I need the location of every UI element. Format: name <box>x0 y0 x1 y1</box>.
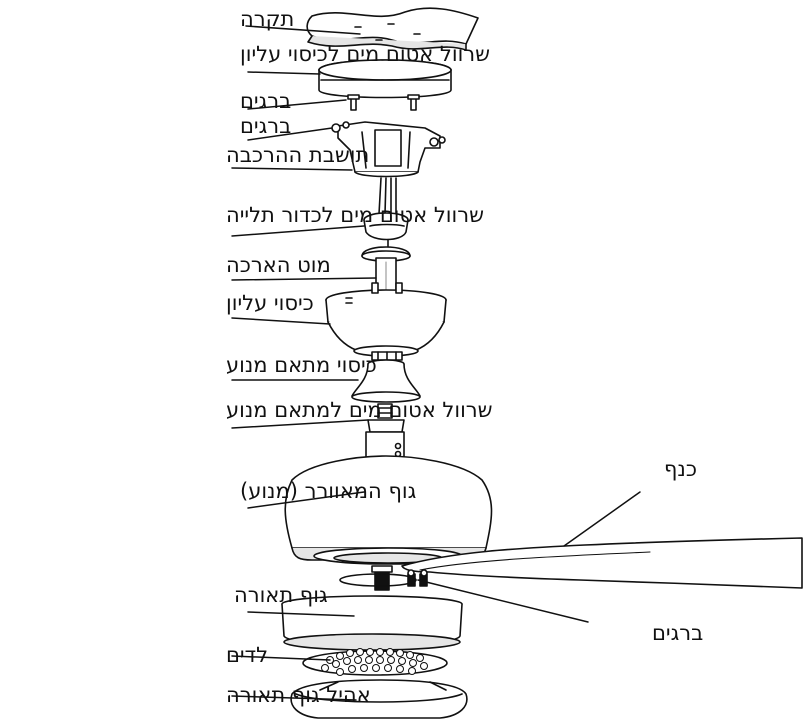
label-motor-coupling-cover: כיסוי מתאם מנוע <box>226 353 377 377</box>
label-hanger-ball-sleeve: שרוול אטום מים לכדור תלייה <box>226 203 484 227</box>
label-ceiling: תקרה <box>240 7 294 31</box>
label-canopy-sleeve: שרוול אטום מים לכיסוי עליון <box>240 42 490 66</box>
canopy-sleeve-part <box>318 59 452 99</box>
label-fan-body: גוף המאוורר (מנוע) <box>240 479 417 503</box>
label-upper-canopy: כיסוי עליון <box>226 291 314 315</box>
upper-canopy-part <box>325 282 447 357</box>
label-light-body: גוף תאורה <box>234 583 328 607</box>
light-shade-part <box>290 679 468 719</box>
mounting-bracket-part <box>331 121 446 178</box>
label-motor-coupling-sleeve: שרוול אטום מים למתאם מנוע <box>226 398 493 422</box>
shaft-screws-part <box>339 565 428 591</box>
wires <box>378 177 397 251</box>
leader-lines <box>231 25 641 701</box>
led-board-part <box>302 648 448 676</box>
label-downrod: מוט הארכה <box>226 253 331 277</box>
label-blade: כנף <box>664 457 697 481</box>
label-screws-1: ברגים <box>240 89 291 113</box>
label-blade-screws: ברגים <box>652 621 703 645</box>
downrod-part <box>361 246 411 297</box>
screws-part-1 <box>347 94 420 111</box>
label-mounting-bracket: תושבת ההרכבה <box>226 143 369 167</box>
motor-coupling-cover-part <box>351 359 421 403</box>
blade-part <box>401 537 803 589</box>
hanger-ball-sleeve-part <box>363 212 409 241</box>
label-light-shade: אהיל גוף תאורה <box>226 683 371 707</box>
fan-body-part <box>284 455 493 565</box>
label-leds: לדים <box>226 643 268 667</box>
labels: תקרה שרוול אטום מים לכיסוי עליון ברגים ב… <box>226 7 703 707</box>
label-screws-2: ברגים <box>240 114 291 138</box>
